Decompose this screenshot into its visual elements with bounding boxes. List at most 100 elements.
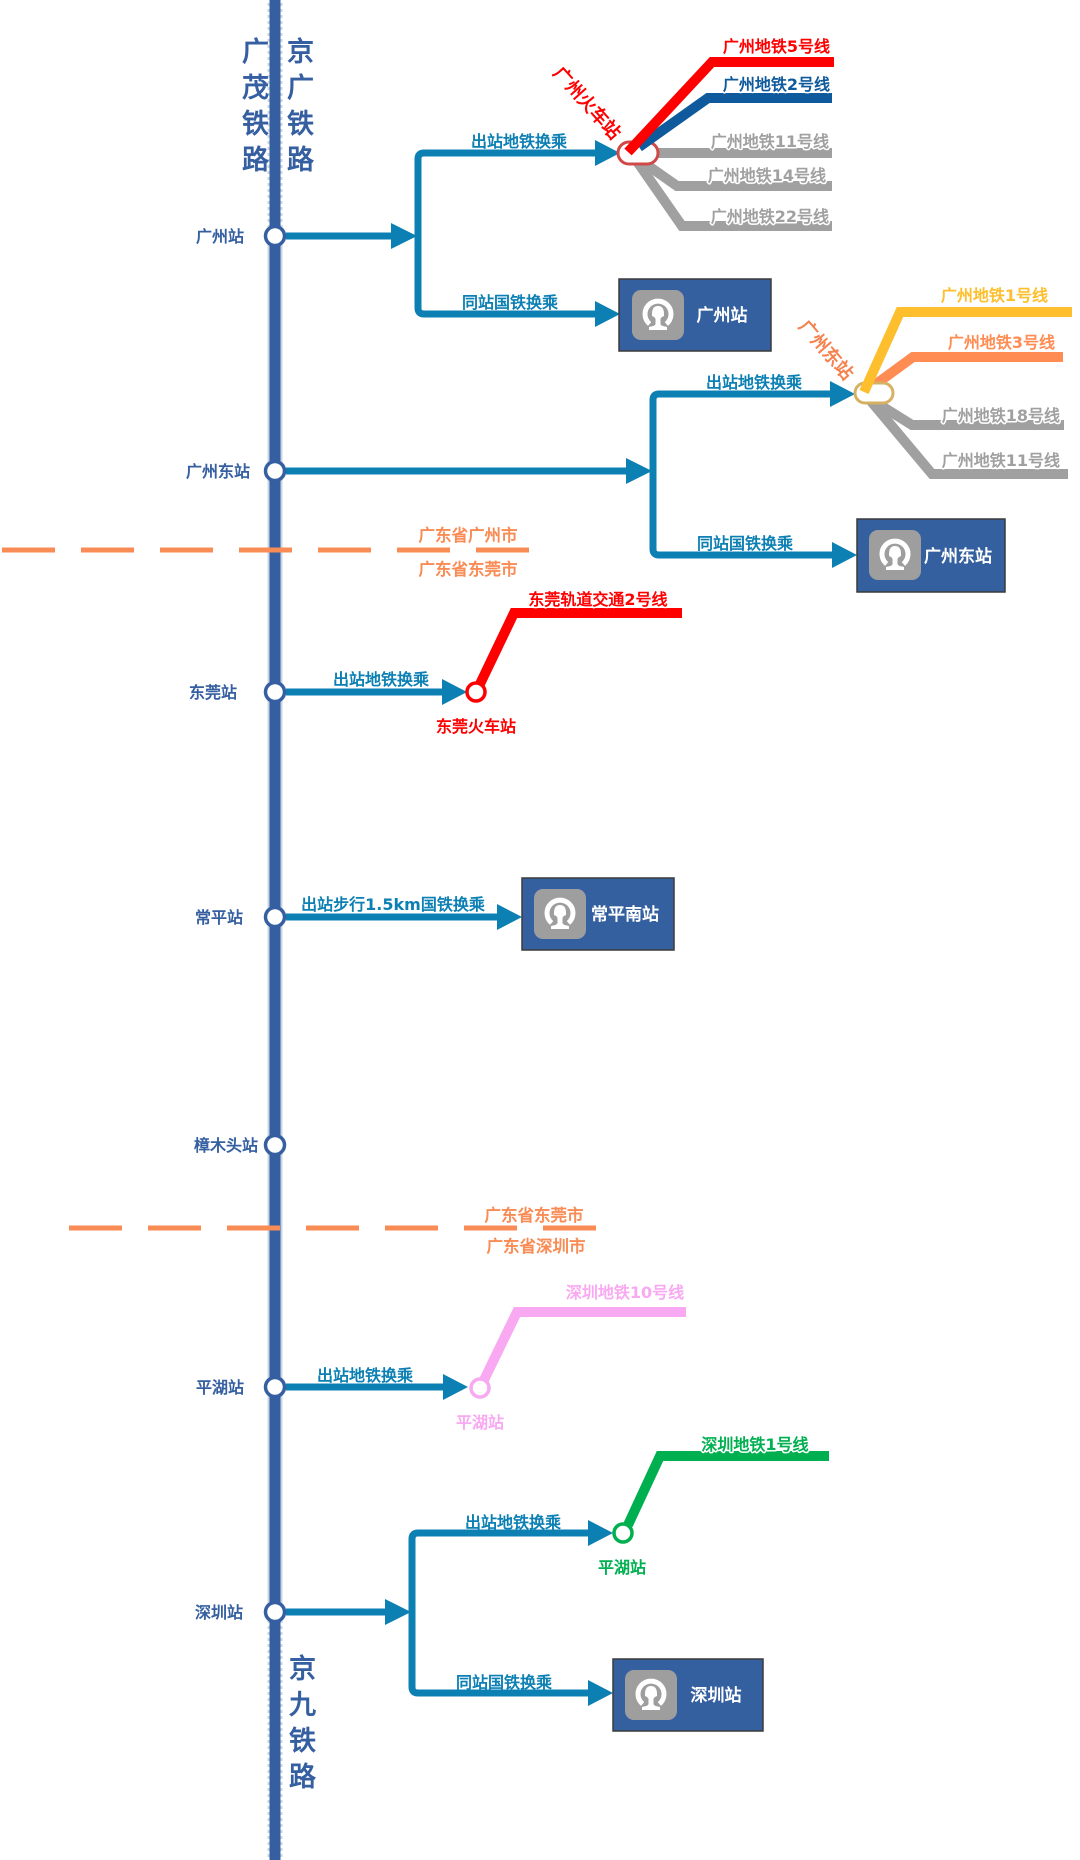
mainline-continuation-north xyxy=(267,0,283,226)
metro-station-marker xyxy=(853,381,895,405)
boundary-south-label: 广东省东莞市 xyxy=(419,559,518,579)
station-guangzhou-east: 广州东站 xyxy=(186,459,287,483)
metro-line-label: 广州地铁1号线 xyxy=(941,286,1048,305)
transfer-branch xyxy=(649,390,837,559)
rail-transfer-label: 同站国铁换乘 xyxy=(697,534,793,553)
station-shenzhen: 深圳站 xyxy=(195,1600,287,1624)
changping-station-transfers: 出站步行1.5km国铁换乘 常平南站 xyxy=(286,877,675,951)
metro-line-sz10 xyxy=(479,1307,686,1383)
transfer-branch xyxy=(408,1529,593,1697)
metro-transfer-label: 出站地铁换乘 xyxy=(706,373,802,392)
metro-line-gz5 xyxy=(624,57,834,156)
rail-transfer-label: 出站步行1.5km国铁换乘 xyxy=(301,895,485,914)
transfer-arrowhead xyxy=(830,381,855,407)
railway-name-guangmao: 广茂铁路 xyxy=(237,37,268,181)
station-marker xyxy=(263,459,287,483)
metro-transfer-label: 出站地铁换乘 xyxy=(333,670,429,689)
transfer-arrowhead xyxy=(626,458,652,484)
metro-station-guangzhou-railway: 广州地铁5号线 广州地铁2号线 广州地铁11号线 广州地铁14号线 广州地铁22… xyxy=(549,36,834,231)
station-marker xyxy=(263,1133,287,1157)
metro-station-marker xyxy=(612,1522,634,1544)
guangzhou-east-station-transfers: 出站地铁换乘 同站国铁换乘 广州地铁1号线 广州地铁3号线 广州地铁18号线 广… xyxy=(286,285,1072,593)
station-name: 东莞站 xyxy=(189,683,237,702)
station-marker xyxy=(263,1600,287,1624)
transfer-arrowhead xyxy=(832,542,857,568)
metro-line-label: 广州地铁18号线 xyxy=(942,406,1060,425)
metro-line-gz11 xyxy=(866,396,1068,479)
boundary-guangzhou-dongguan: 广东省广州市 广东省东莞市 xyxy=(2,525,529,579)
metro-line-label: 东莞轨道交通2号线 xyxy=(528,590,667,609)
transfer-arrowhead xyxy=(588,1520,613,1546)
china-railway-logo-icon xyxy=(869,530,921,580)
boundary-north-label: 广东省广州市 xyxy=(419,525,518,545)
boundary-dongguan-shenzhen: 广东省东莞市 广东省深圳市 xyxy=(69,1205,596,1256)
shenzhen-station-transfers: 出站地铁换乘 同站国铁换乘 深圳地铁1号线 平湖站 深圳站 xyxy=(286,1434,829,1732)
station-box-label: 常平南站 xyxy=(591,904,659,925)
station-name: 平湖站 xyxy=(196,1378,244,1397)
rail-transfer-label: 同站国铁换乘 xyxy=(456,1673,552,1692)
pinghu-station-transfers: 出站地铁换乘 深圳地铁10号线 平湖站 xyxy=(286,1282,686,1432)
transfer-arrowhead xyxy=(595,301,620,327)
transfer-arrowhead xyxy=(385,1599,411,1625)
station-box-label: 深圳站 xyxy=(691,1685,742,1706)
metro-line-dg2 xyxy=(475,608,682,687)
station-box-label: 广州东站 xyxy=(924,546,992,567)
metro-station-marker xyxy=(469,1377,491,1399)
mainline-stations: 广州站 广州东站 东莞站 常平站 樟木头站 平湖站 深圳站 xyxy=(186,224,287,1624)
metro-line-label: 深圳地铁1号线 xyxy=(701,1435,808,1454)
station-name: 广州东站 xyxy=(186,462,250,481)
metro-station-guangzhou-east: 广州地铁1号线 广州地铁3号线 广州地铁18号线 广州地铁11号线 广州东站 xyxy=(794,285,1072,479)
station-zhangmutou: 樟木头站 xyxy=(194,1133,287,1157)
boundary-south-label: 广东省深圳市 xyxy=(487,1236,586,1256)
china-railway-logo-icon xyxy=(625,1670,677,1720)
mainline xyxy=(267,0,283,1860)
metro-station-name: 广州东站 xyxy=(794,316,858,385)
station-box-label: 广州站 xyxy=(697,305,748,326)
metro-line-label: 广州地铁3号线 xyxy=(948,333,1055,352)
station-marker xyxy=(263,224,287,248)
metro-station-name: 平湖站 xyxy=(598,1558,646,1577)
metro-line-label: 广州地铁5号线 xyxy=(723,37,830,56)
transfer-arrowhead xyxy=(391,223,417,249)
station-name: 樟木头站 xyxy=(194,1136,258,1155)
station-marker xyxy=(263,905,287,929)
station-changping: 常平站 xyxy=(195,905,287,929)
station-name: 深圳站 xyxy=(195,1603,243,1622)
station-name: 常平站 xyxy=(195,908,243,927)
metro-line-gz22 xyxy=(631,157,832,231)
metro-station-name: 东莞火车站 xyxy=(436,717,516,736)
national-rail-station-box: 广州东站 xyxy=(856,518,1006,593)
national-rail-station-box: 广州站 xyxy=(618,278,772,352)
china-railway-logo-icon xyxy=(534,889,586,939)
metro-line-gz18 xyxy=(869,395,1064,430)
transfer-branch xyxy=(414,149,600,318)
metro-transfer-label: 出站地铁换乘 xyxy=(317,1366,413,1385)
dongguan-station-transfers: 出站地铁换乘 东莞轨道交通2号线 东莞火车站 xyxy=(286,589,682,736)
metro-line-label: 深圳地铁10号线 xyxy=(566,1283,684,1302)
metro-line-gz14 xyxy=(637,155,832,191)
metro-line-label: 广州地铁11号线 xyxy=(942,451,1060,470)
china-railway-logo-icon xyxy=(632,290,684,340)
station-dongguan: 东莞站 xyxy=(189,680,287,704)
guangzhou-station-transfers: 出站地铁换乘 同站国铁换乘 广州地铁5号线 广州地铁2号线 广州地铁11号线 广… xyxy=(286,36,834,352)
national-rail-station-box: 深圳站 xyxy=(612,1658,764,1732)
railway-name-jingjiu: 京九铁路 xyxy=(284,1654,315,1798)
national-rail-station-box: 常平南站 xyxy=(521,877,675,951)
transfer-arrowhead xyxy=(442,679,467,705)
metro-line-label: 广州地铁14号线 xyxy=(708,166,826,185)
station-guangzhou: 广州站 xyxy=(196,224,287,248)
boundary-north-label: 广东省东莞市 xyxy=(485,1205,584,1225)
station-marker xyxy=(263,1375,287,1399)
metro-line-sz1 xyxy=(623,1451,829,1528)
metro-line-gz1 xyxy=(859,307,1072,395)
metro-line-label: 广州地铁2号线 xyxy=(723,75,830,94)
metro-transfer-label: 出站地铁换乘 xyxy=(465,1513,561,1532)
metro-line-gz2 xyxy=(636,93,832,152)
transfer-arrowhead xyxy=(443,1374,468,1400)
station-marker xyxy=(263,680,287,704)
transfer-arrowhead xyxy=(595,140,620,166)
transfer-arrowhead xyxy=(588,1680,613,1706)
metro-transfer-label: 出站地铁换乘 xyxy=(471,132,567,151)
railway-name-jingguang: 京广铁路 xyxy=(282,37,313,181)
